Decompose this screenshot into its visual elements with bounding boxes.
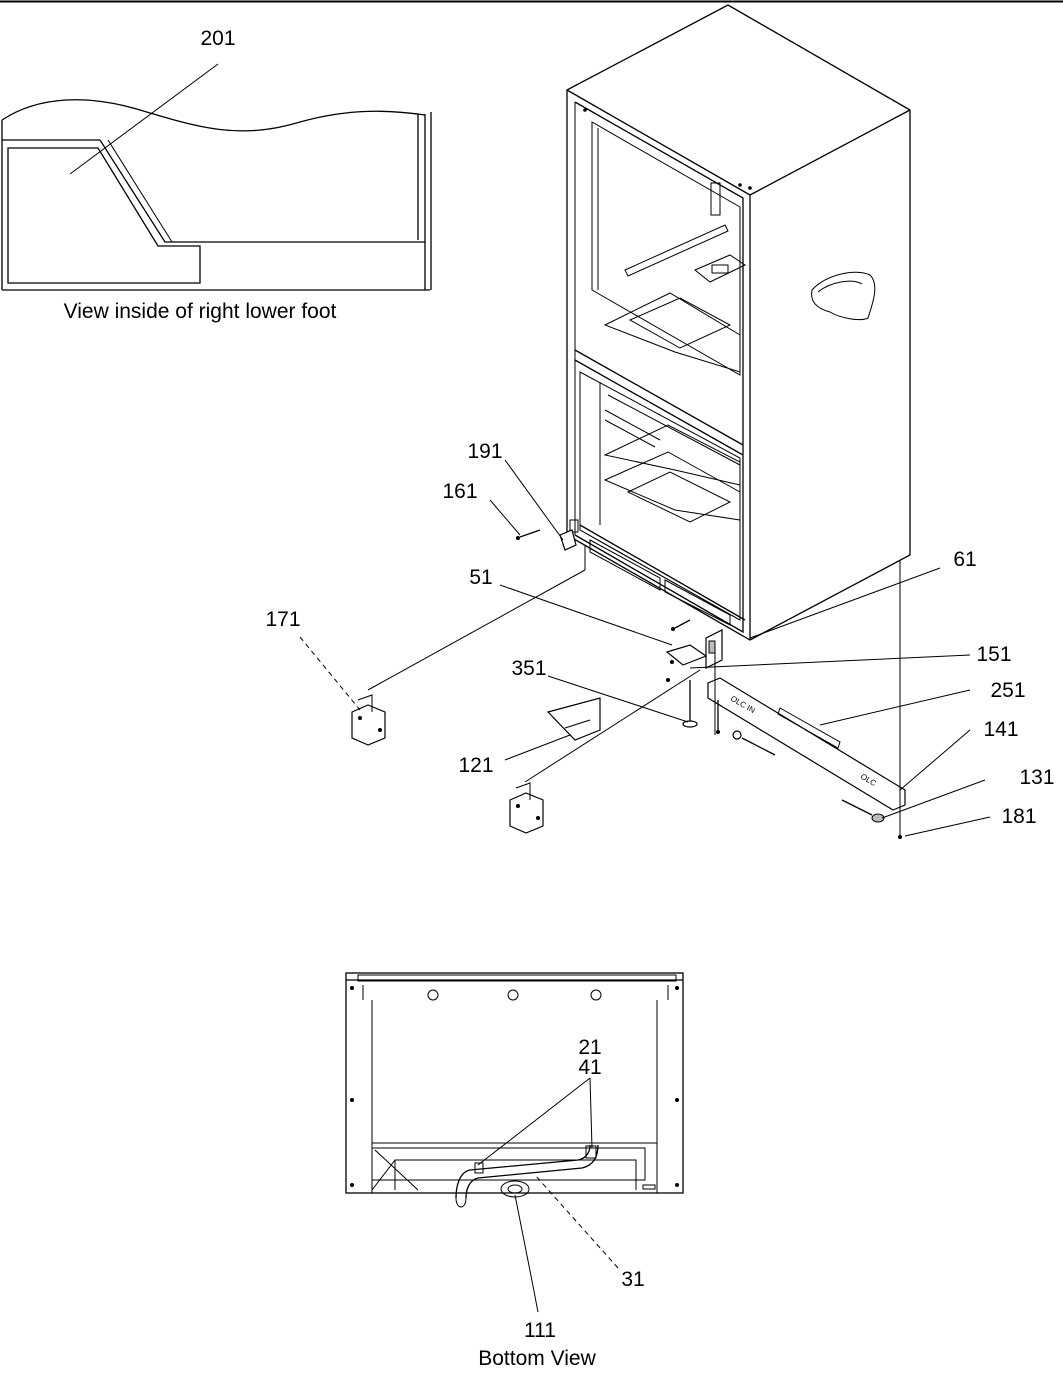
bottom-view: [345, 972, 684, 1208]
callout-151: 151: [976, 643, 1011, 666]
part-121-cover: [546, 697, 601, 741]
part-251-grille: OLC IN OLC: [707, 677, 906, 811]
callout-111: 111: [524, 1319, 556, 1342]
callout-251: 251: [990, 679, 1025, 702]
part-351-leg: [682, 680, 698, 728]
part-151-hinge: [665, 644, 708, 682]
callout-51: 51: [469, 566, 492, 589]
callout-171: 171: [265, 608, 300, 631]
callout-161: 161: [442, 480, 477, 503]
callout-141: 141: [983, 718, 1018, 741]
part-51-screw: [671, 619, 691, 631]
part-161-screw: [516, 529, 541, 540]
bottom-view-caption: Bottom View: [478, 1347, 596, 1370]
refrigerator-cabinet: [566, 4, 911, 641]
inset-caption: View inside of right lower foot: [64, 300, 337, 323]
callout-351: 351: [511, 657, 546, 680]
part-141-screw: [716, 700, 776, 756]
part-181-screw: [898, 835, 902, 839]
inset-foot-view: 201 View inside of right lower foot: [1, 27, 432, 323]
callout-131: 131: [1019, 766, 1054, 789]
callout-31: 31: [621, 1268, 644, 1291]
callout-61: 61: [953, 548, 976, 571]
part-61-bracket: [705, 629, 723, 669]
part-171-roller-lower: [509, 782, 544, 834]
callout-41: 41: [578, 1056, 601, 1079]
bottom-leaders: [477, 1077, 619, 1313]
callout-121: 121: [458, 754, 493, 777]
part-191-bracket: [559, 529, 577, 551]
callout-191: 191: [467, 440, 502, 463]
callout-21: 21: [578, 1036, 601, 1059]
callout-201: 201: [200, 27, 235, 50]
part-171-roller: [351, 694, 386, 746]
callout-181: 181: [1001, 805, 1036, 828]
part-131-roller: [841, 799, 885, 823]
leader-lines: [299, 459, 991, 837]
